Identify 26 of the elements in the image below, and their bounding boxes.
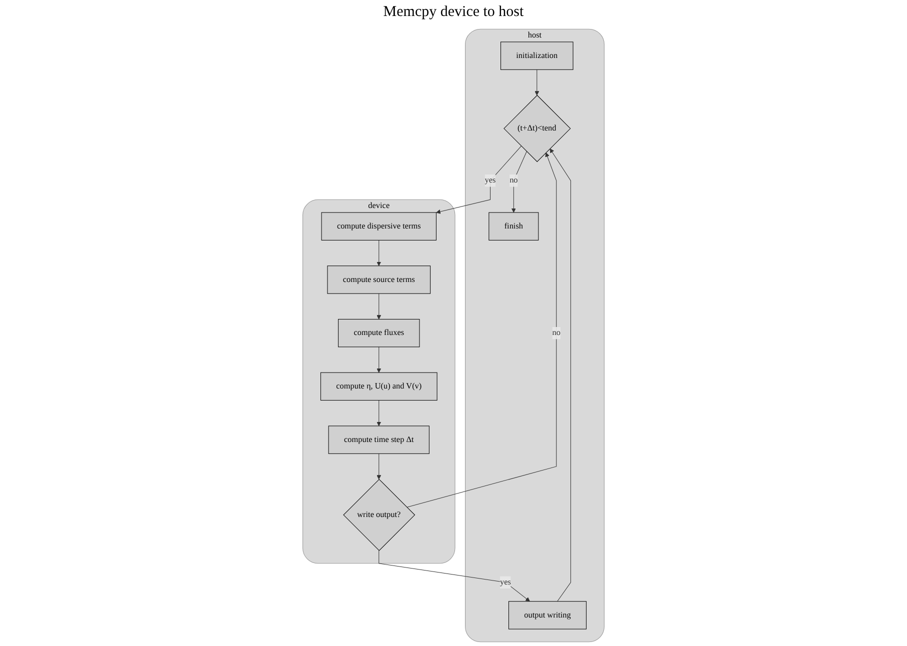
node-box: compute source terms <box>327 266 431 294</box>
arrow <box>376 293 382 320</box>
arrow <box>406 152 557 508</box>
node-box: initialization <box>500 42 574 70</box>
node-diamond: write output? <box>343 478 416 551</box>
node-box: compute fluxes <box>338 318 420 348</box>
edge-label: yes <box>484 176 496 185</box>
arrow <box>436 146 522 214</box>
arrow <box>534 69 540 96</box>
arrow <box>511 151 527 213</box>
node-box: compute time step Δt <box>328 426 430 454</box>
node-box: finish <box>488 212 539 240</box>
node-box: output writing <box>508 601 587 630</box>
arrow <box>376 453 382 480</box>
arrow <box>376 400 382 426</box>
arrow <box>378 550 530 602</box>
edge-label: no <box>552 328 560 338</box>
node-diamond: (t+Δt)<tend <box>504 94 571 162</box>
arrow <box>550 148 571 602</box>
node-box: compute η, U(u) and V(v) <box>320 372 438 401</box>
edge-label: yes <box>500 578 511 586</box>
edge-label: no <box>510 176 518 185</box>
note-text: Memcpy device to host <box>383 4 524 20</box>
arrow <box>376 346 382 373</box>
node-box: compute dispersive terms <box>321 212 436 240</box>
arrow <box>376 240 382 266</box>
